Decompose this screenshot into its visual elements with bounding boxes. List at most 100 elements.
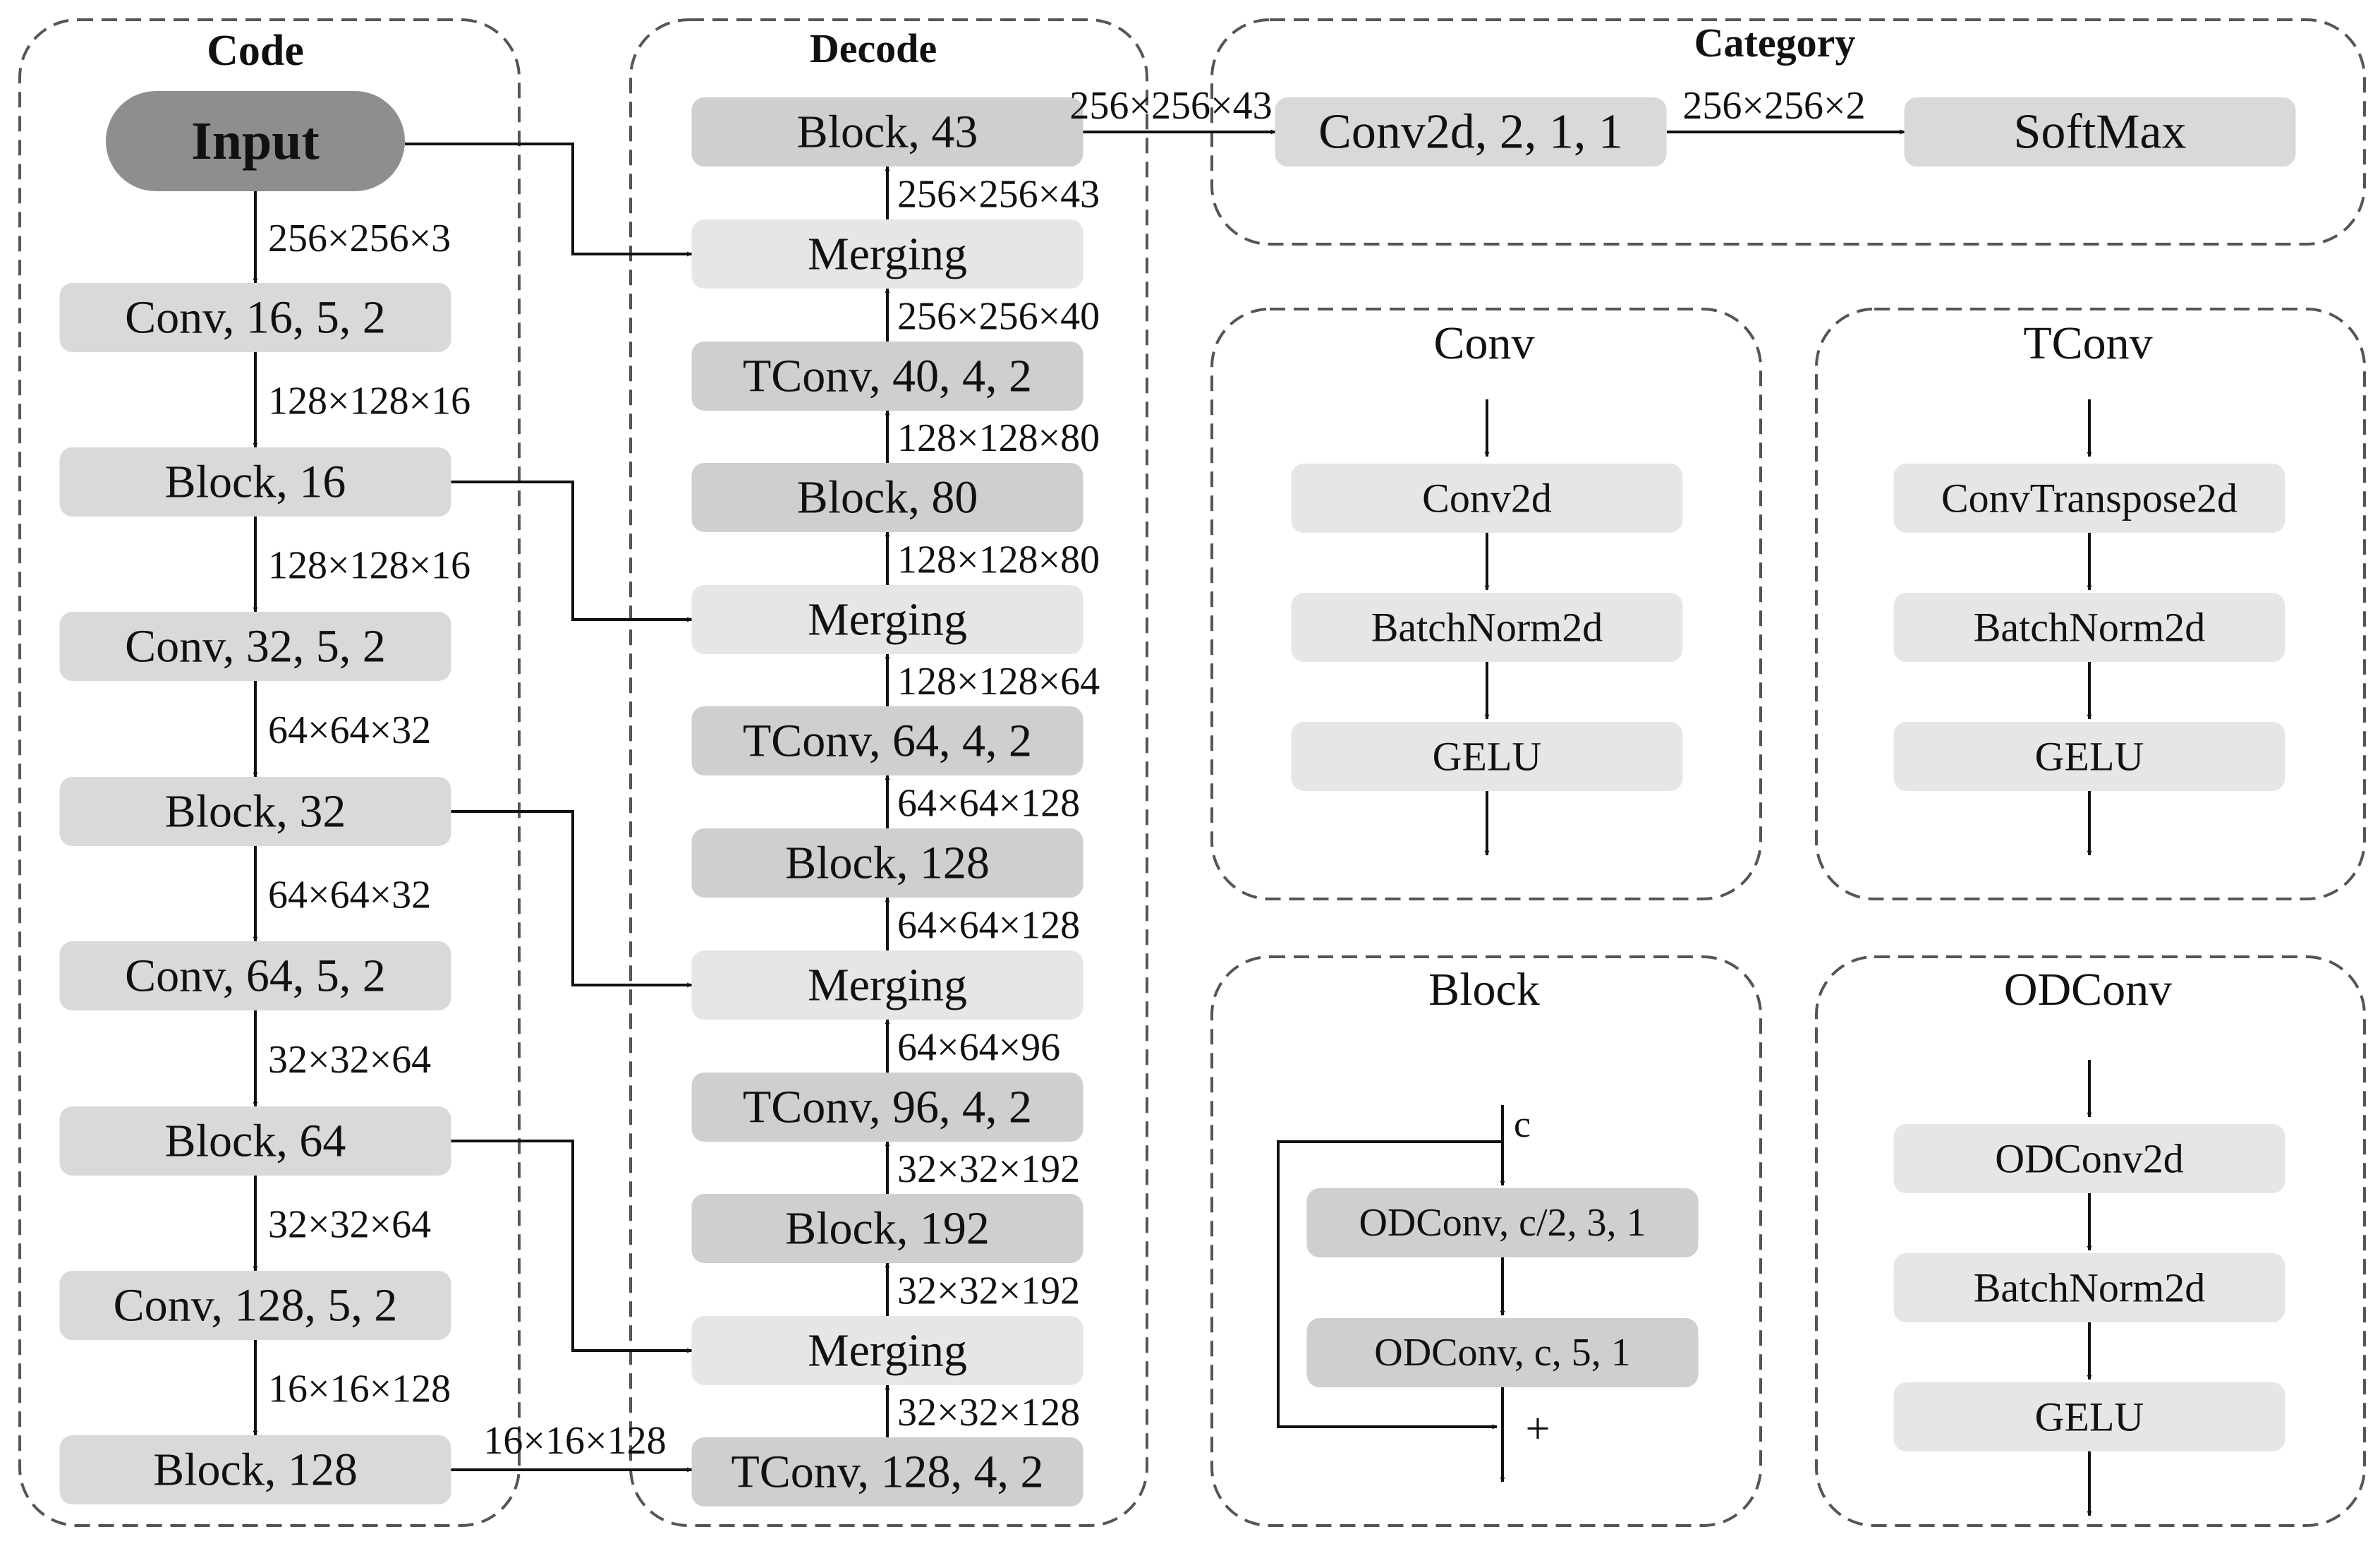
node-code-5-label: Block, 32 xyxy=(165,786,346,838)
odconv-module-node-2-box xyxy=(1893,1253,2285,1322)
block-module-add-symbol: + xyxy=(1526,1405,1550,1453)
node-decode-4: Block, 80 xyxy=(691,463,1083,532)
conv-module-node-1: Conv2d xyxy=(1291,464,1683,533)
code-dim-5: 64×64×32 xyxy=(268,874,431,917)
node-code-7-box xyxy=(59,1106,451,1176)
node-decode-12: TConv, 128, 4, 2 xyxy=(691,1437,1083,1506)
connector-layer xyxy=(253,129,2092,1516)
node-softmax-box xyxy=(1904,97,2296,167)
node-decode-5-label: Merging xyxy=(808,594,967,646)
node-decode-10-label: Block, 192 xyxy=(785,1203,990,1255)
node-category-conv-label: Conv2d, 2, 1, 1 xyxy=(1318,105,1623,159)
category-dim-in: 256×256×43 xyxy=(1069,84,1272,128)
node-decode-3-label: TConv, 40, 4, 2 xyxy=(743,351,1032,402)
node-softmax: SoftMax xyxy=(1904,97,2296,167)
node-input-label: Input xyxy=(191,111,320,171)
odconv-module-node-3-label: GELU xyxy=(2035,1394,2144,1440)
node-decode-4-label: Block, 80 xyxy=(797,472,978,524)
node-code-6-box xyxy=(59,941,451,1010)
category-dim-mid: 256×256×2 xyxy=(1682,84,1865,128)
skip-block32-to-merge3 xyxy=(451,810,693,988)
node-decode-10: Block, 192 xyxy=(691,1194,1083,1263)
block-module-group xyxy=(1210,955,1762,1527)
odconv-module-node-1-label: ODConv2d xyxy=(1995,1136,2183,1182)
decode-dim-4: 128×128×80 xyxy=(897,538,1100,582)
tconv-module-group xyxy=(1815,308,2366,900)
decode-dim-9: 32×32×192 xyxy=(897,1147,1080,1191)
code-dim-3: 128×128×16 xyxy=(268,544,470,588)
block-module-node-2-label: ODConv, c, 5, 1 xyxy=(1374,1331,1630,1375)
node-decode-3-box xyxy=(691,342,1083,411)
block-module-node-2-box xyxy=(1306,1318,1699,1387)
node-code-7: Block, 64 xyxy=(59,1106,451,1176)
node-decode-12-label: TConv, 128, 4, 2 xyxy=(731,1447,1043,1498)
decode-dim-7: 64×64×128 xyxy=(897,904,1080,948)
node-category-conv-box xyxy=(1275,97,1667,167)
code-dim-8: 16×16×128 xyxy=(268,1367,451,1411)
tconv-module-node-1-box xyxy=(1893,464,2285,533)
node-code-5-box xyxy=(59,777,451,846)
node-code-8-label: Conv, 128, 5, 2 xyxy=(114,1280,398,1331)
tconv-module-node-1-label: ConvTranspose2d xyxy=(1941,476,2238,521)
node-decode-1-box xyxy=(691,97,1083,167)
node-decode-2-label: Merging xyxy=(808,229,967,280)
node-decode-9: TConv, 96, 4, 2 xyxy=(691,1073,1083,1142)
code-dim-6: 32×32×64 xyxy=(268,1038,431,1082)
category-group-title: Category xyxy=(1694,20,1856,66)
node-code-4-label: Conv, 32, 5, 2 xyxy=(125,621,386,672)
code-group-title: Code xyxy=(207,27,304,75)
node-decode-12-box xyxy=(691,1437,1083,1506)
node-code-6-label: Conv, 64, 5, 2 xyxy=(125,950,386,1002)
node-decode-9-box xyxy=(691,1073,1083,1142)
node-decode-4-box xyxy=(691,463,1083,532)
node-decode-2: Merging xyxy=(691,219,1083,289)
tconv-module-node-1: ConvTranspose2d xyxy=(1893,464,2285,533)
skip-block16-to-merge2 xyxy=(451,481,693,622)
odconv-module-group xyxy=(1815,955,2366,1527)
node-decode-8-box xyxy=(691,950,1083,1020)
node-code-9-label: Block, 128 xyxy=(153,1444,358,1496)
conv-module-node-3: GELU xyxy=(1291,722,1683,791)
node-code-4-box xyxy=(59,612,451,681)
node-decode-1: Block, 43 xyxy=(691,97,1083,167)
node-code-9-box xyxy=(59,1435,451,1504)
node-code-8-box xyxy=(59,1271,451,1340)
node-decode-11: Merging xyxy=(691,1316,1083,1385)
decode-dim-2: 256×256×40 xyxy=(897,295,1100,339)
node-category-conv: Conv2d, 2, 1, 1 xyxy=(1275,97,1667,167)
node-decode-11-label: Merging xyxy=(808,1325,967,1377)
conv-module-group xyxy=(1210,308,1762,900)
node-code-8: Conv, 128, 5, 2 xyxy=(59,1271,451,1340)
decode-dim-3: 128×128×80 xyxy=(897,416,1100,460)
node-code-2: Conv, 16, 5, 2 xyxy=(59,283,451,352)
code-dim-1: 256×256×3 xyxy=(268,217,451,260)
node-code-9: Block, 128 xyxy=(59,1435,451,1504)
block-module-residual xyxy=(1277,1140,1502,1430)
tconv-module-node-3-box xyxy=(1893,722,2285,791)
block-module-node-2: ODConv, c, 5, 1 xyxy=(1306,1318,1699,1387)
decode-group xyxy=(629,18,1148,1527)
decode-dim-11: 32×32×128 xyxy=(897,1391,1080,1435)
tconv-module-node-2: BatchNorm2d xyxy=(1893,593,2285,662)
block-module-input-label: c xyxy=(1514,1103,1531,1145)
node-decode-8-label: Merging xyxy=(808,960,967,1011)
odconv-module-node-1-box xyxy=(1893,1124,2285,1193)
odconv-module-node-3-box xyxy=(1893,1382,2285,1451)
node-code-2-box xyxy=(59,283,451,352)
odconv-module-node-2: BatchNorm2d xyxy=(1893,1253,2285,1322)
conv-module-node-1-label: Conv2d xyxy=(1422,476,1552,521)
node-decode-9-label: TConv, 96, 4, 2 xyxy=(743,1082,1032,1133)
decode-dim-6: 64×64×128 xyxy=(897,782,1080,826)
node-decode-3: TConv, 40, 4, 2 xyxy=(691,342,1083,411)
node-decode-5-box xyxy=(691,585,1083,654)
odconv-module-node-1: ODConv2d xyxy=(1893,1124,2285,1193)
node-code-4: Conv, 32, 5, 2 xyxy=(59,612,451,681)
tconv-module-title: TConv xyxy=(2023,318,2152,369)
node-code-3-label: Block, 16 xyxy=(165,457,346,508)
node-code-7-label: Block, 64 xyxy=(165,1116,346,1167)
conv-module-node-2-box xyxy=(1291,593,1683,662)
dimension-label-layer: 256×256×3128×128×16128×128×1664×64×3264×… xyxy=(268,84,1866,1463)
node-decode-10-box xyxy=(691,1194,1083,1263)
node-code-2-label: Conv, 16, 5, 2 xyxy=(125,292,386,344)
